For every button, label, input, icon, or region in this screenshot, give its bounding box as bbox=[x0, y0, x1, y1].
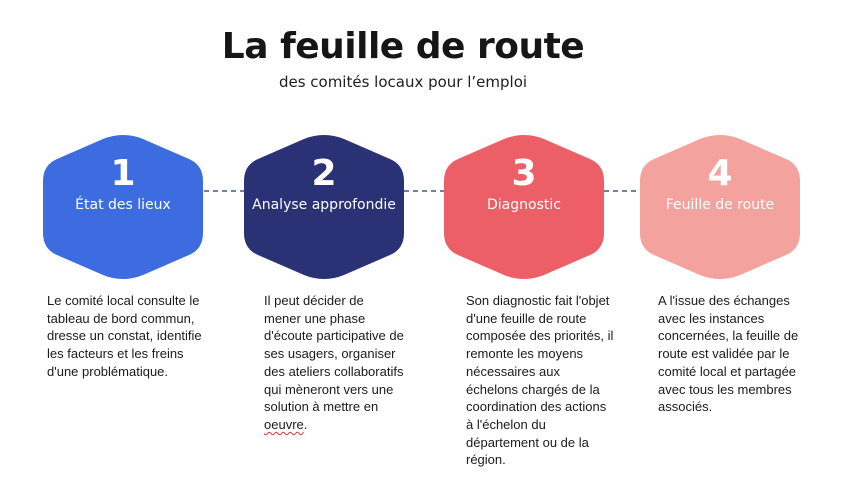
step-2: 2 Analyse approfondie bbox=[242, 133, 406, 281]
page-subtitle: des comités locaux pour l’emploi bbox=[278, 73, 528, 91]
step-1-label: État des lieux bbox=[75, 197, 171, 213]
step-3-description: Son diagnostic fait l'objet d'une feuill… bbox=[466, 293, 614, 468]
step-3-number: 3 bbox=[511, 153, 537, 194]
step-2-description-end: oeuvre bbox=[264, 416, 304, 432]
step-4-label: Feuille de route bbox=[665, 197, 775, 213]
page-title: La feuille de route bbox=[221, 26, 585, 67]
step-3-label: Diagnostic bbox=[487, 197, 561, 213]
step-4-hexagon bbox=[640, 135, 800, 279]
step-4-description: A l'issue des échanges avec les instance… bbox=[658, 293, 799, 415]
step-4: 4 Feuille de route bbox=[638, 133, 802, 281]
step-2-hexagon bbox=[244, 135, 404, 279]
step-2-description: Il peut décider de mener une phase d'éco… bbox=[264, 292, 404, 434]
step-1-number: 1 bbox=[110, 153, 136, 194]
step-1: 1 État des lieux bbox=[41, 133, 205, 281]
step-2-description-tail: . bbox=[303, 416, 308, 432]
step-1-description: Le comité local consulte le tableau de b… bbox=[47, 293, 202, 379]
step-2-label: Analyse approfondie bbox=[252, 197, 396, 213]
step-2-description-text: Il peut décider de mener une phase d'éco… bbox=[264, 293, 404, 415]
step-1-hexagon bbox=[43, 135, 203, 279]
step-3: 3 Diagnostic bbox=[442, 133, 606, 281]
step-2-number: 2 bbox=[311, 153, 337, 194]
step-3-hexagon bbox=[444, 135, 604, 279]
step-4-number: 4 bbox=[707, 153, 733, 194]
